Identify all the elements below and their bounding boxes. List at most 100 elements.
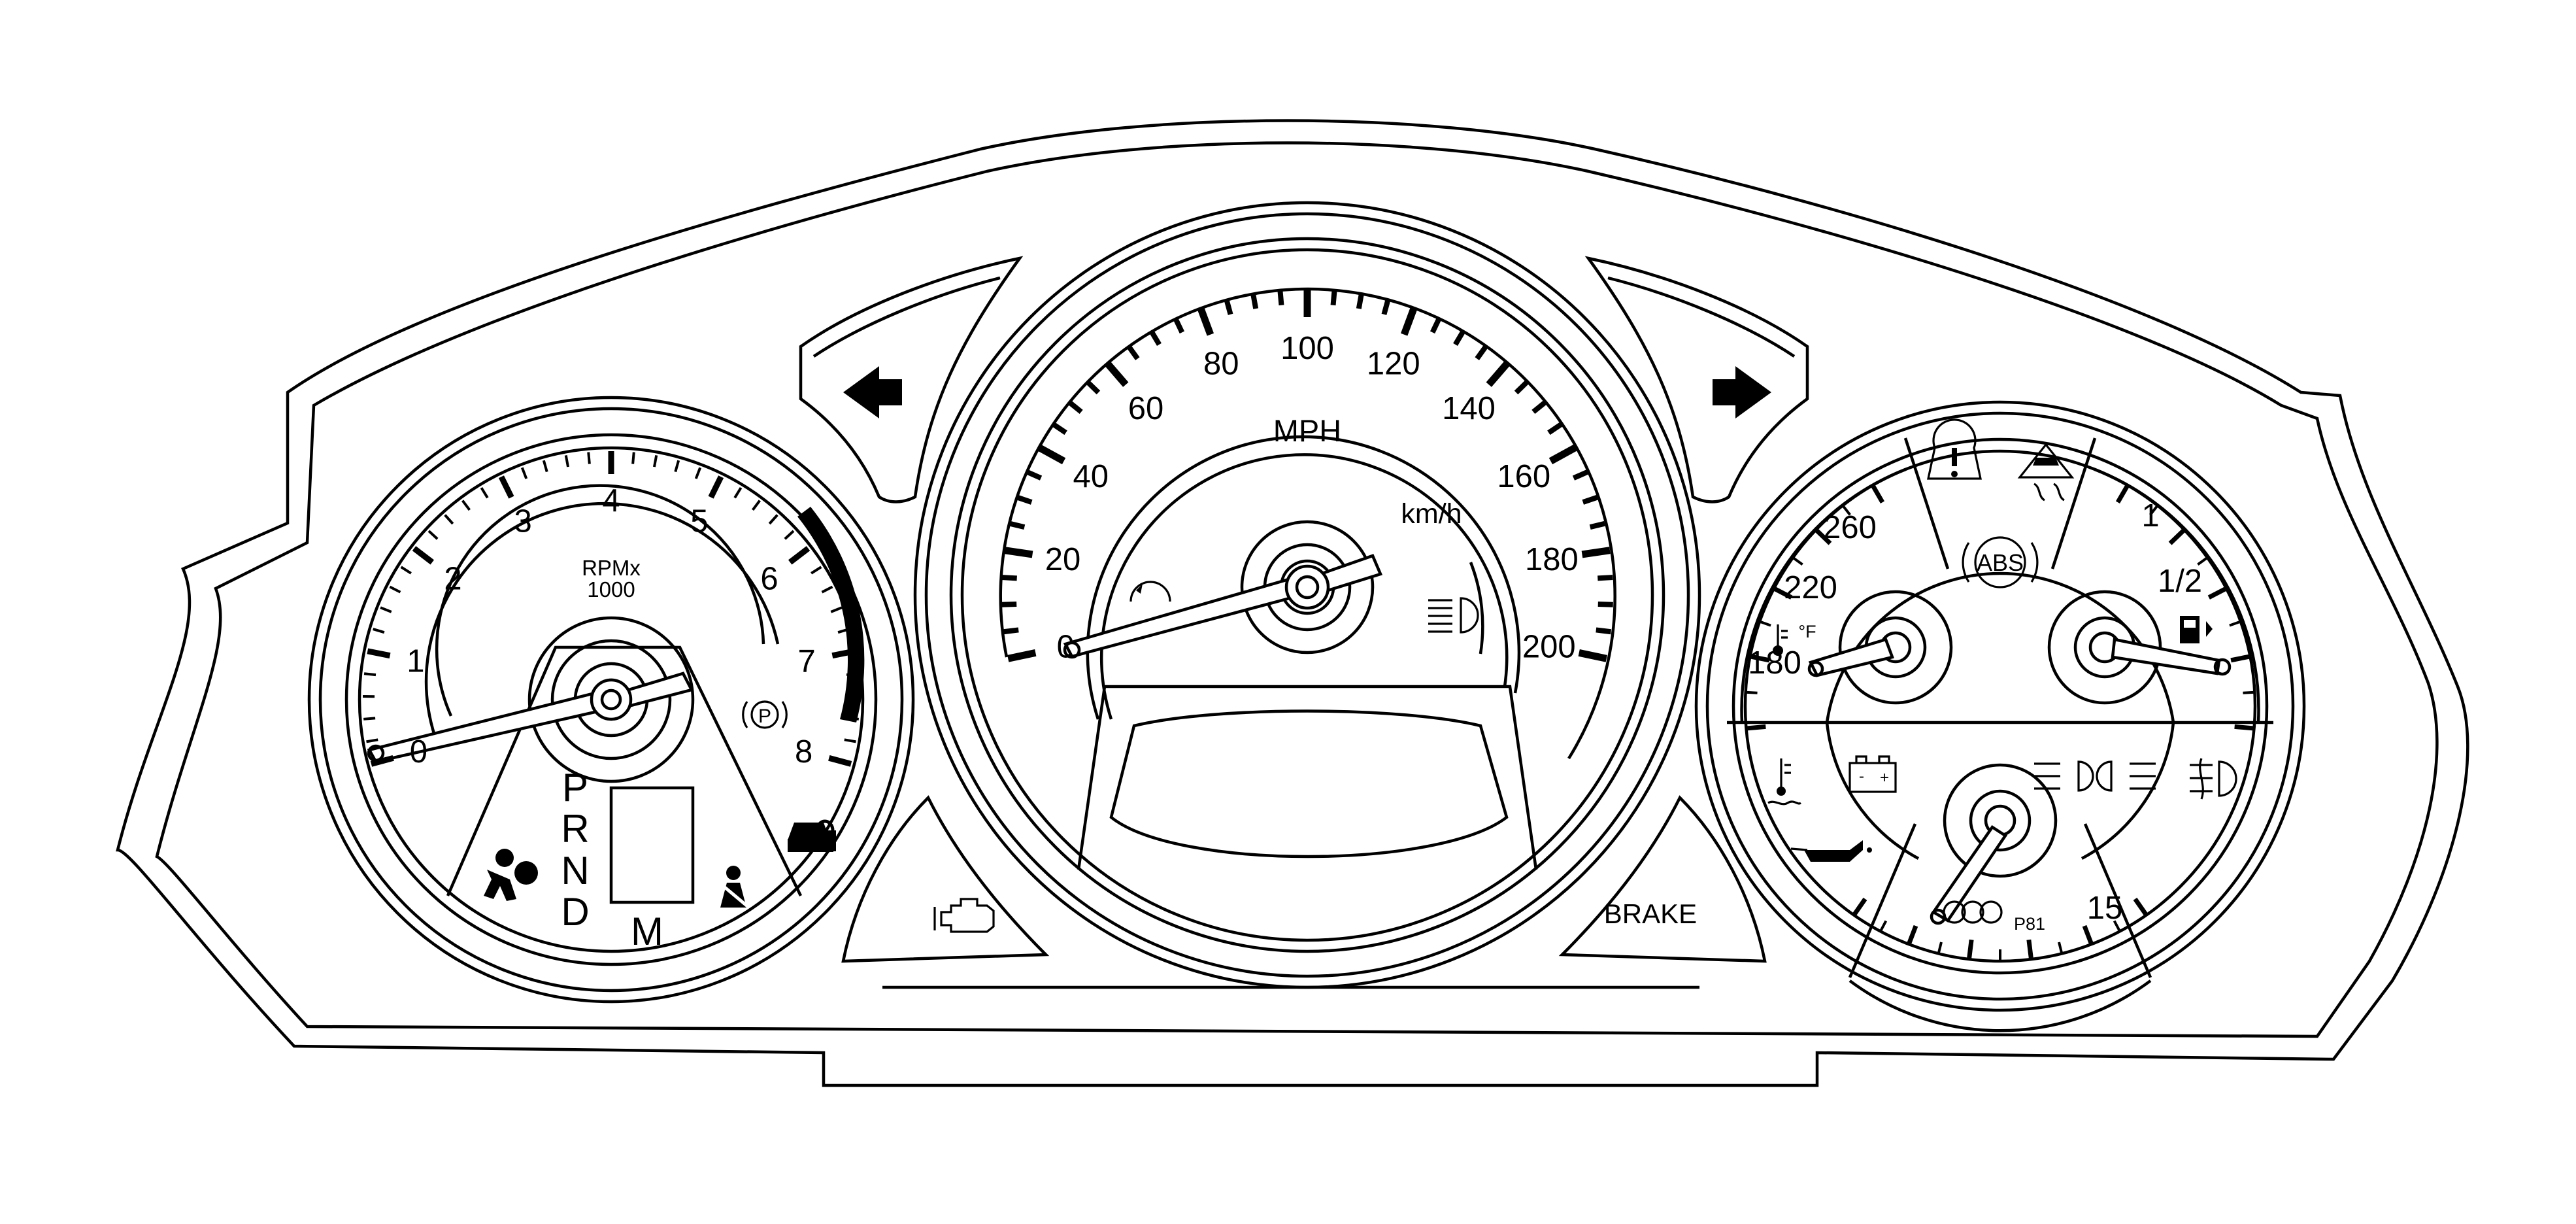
combination-gauge-tick <box>2168 529 2185 545</box>
svg-text:-: - <box>1859 768 1864 785</box>
speedometer-label-140: 140 <box>1442 391 1496 426</box>
tachometer-minor-tick <box>844 738 856 743</box>
tachometer-minor-tick <box>363 717 376 721</box>
tachometer-label-7: 7 <box>798 643 816 679</box>
check-engine-pocket <box>841 795 1050 963</box>
tachometer-label-3: 3 <box>514 503 531 539</box>
speedometer-minor-tick <box>1003 627 1019 635</box>
tachometer-label-6: 6 <box>760 561 778 596</box>
speedometer-minor-tick <box>1572 469 1589 481</box>
speedometer-minor-tick <box>1086 380 1101 395</box>
tachometer-minor-tick <box>542 460 548 473</box>
speedometer-unit-kmh: km/h <box>1401 498 1462 530</box>
tachometer-minor-tick <box>461 500 471 511</box>
speedometer-minor-tick <box>1381 299 1391 315</box>
tachometer-minor-tick <box>837 628 850 634</box>
speedometer-minor-tick <box>1356 293 1364 309</box>
fog-lamp-front-icon <box>2034 760 2156 792</box>
tachometer-redline-band <box>797 507 865 722</box>
speedometer-major-tick <box>1004 547 1033 558</box>
right-turn-arrow-icon <box>1713 366 1771 418</box>
check-engine-icon <box>933 898 995 933</box>
combination-gauge-tick <box>1747 724 1766 731</box>
fuel-pump-icon <box>2180 616 2213 643</box>
right-turn-pocket <box>1584 256 1809 503</box>
traction-control-icon <box>2017 443 2075 502</box>
combination-gauge-tick <box>1750 654 1770 663</box>
gear-display-window <box>609 786 695 904</box>
combination-gauge-tick <box>2113 920 2120 931</box>
speedometer-minor-tick <box>1016 494 1033 505</box>
brake-warning-label: BRAKE <box>1604 898 1697 929</box>
battery-icon: - + <box>1848 755 1897 793</box>
tachometer-unit-label: RPMx <box>582 556 641 580</box>
tire-pressure-icon <box>1927 418 1982 480</box>
tachometer-minor-tick <box>366 738 378 743</box>
speedometer-minor-tick <box>1224 299 1233 315</box>
speedometer-minor-tick <box>1173 317 1185 334</box>
tachometer-minor-tick <box>480 486 489 499</box>
combination-gauge-tick <box>2149 505 2158 516</box>
combination-gauge-tick <box>2230 654 2250 663</box>
speedometer-minor-tick <box>1330 290 1337 306</box>
lower-gauge-label-15: 15 <box>2087 891 2123 926</box>
combination-gauge-tick <box>1967 939 1974 959</box>
speedometer-minor-tick <box>1001 601 1017 607</box>
combination-gauge-tick <box>1774 586 1793 600</box>
tachometer-ticks <box>363 451 860 767</box>
tachometer-minor-tick <box>784 530 795 540</box>
gear-manual-m: M <box>631 910 663 953</box>
speedometer-label-80: 80 <box>1203 347 1239 382</box>
speedometer-minor-tick <box>1597 575 1613 581</box>
coolant-label-220: 220 <box>1784 570 1837 605</box>
tachometer-major-tick <box>412 546 435 565</box>
tachometer-minor-tick <box>520 467 528 479</box>
svg-text:ABS: ABS <box>1977 549 2024 576</box>
tachometer-minor-tick <box>389 585 401 594</box>
speedometer-major-tick <box>1197 307 1214 336</box>
coolant-warning-icon <box>1767 758 1801 806</box>
lower-gauge-code: P81 <box>2014 914 2045 934</box>
tachometer-minor-tick <box>846 672 859 677</box>
speedometer-unit-mph: MPH <box>1273 413 1341 448</box>
tachometer-minor-tick <box>587 452 591 464</box>
combination-gauge-tick <box>1907 925 1918 944</box>
speedometer-major-tick <box>1578 649 1607 662</box>
speedometer-minor-tick <box>1001 575 1017 581</box>
speedometer-label-20: 20 <box>1045 542 1081 577</box>
speedometer-label-160: 160 <box>1497 459 1550 494</box>
tachometer-minor-tick <box>674 460 680 473</box>
combination-gauge-tick <box>1871 485 1885 503</box>
tachometer-label-2: 2 <box>444 561 461 596</box>
fuel-label-half: 1/2 <box>2158 564 2202 599</box>
left-turn-pocket <box>799 256 1024 503</box>
combination-gauge-tick <box>1815 529 1832 545</box>
speedometer-major-tick <box>1548 444 1577 465</box>
tachometer-minor-tick <box>694 467 702 479</box>
combination-gauge-tick <box>1852 897 1867 915</box>
speedometer-minor-tick <box>1126 345 1140 360</box>
gear-d: D <box>561 890 589 934</box>
speedometer: 020406080100120140160180200 MPH km/h <box>913 201 1701 989</box>
combination-gauge-tick <box>1880 920 1888 931</box>
speedometer-minor-tick <box>1149 330 1162 347</box>
speedometer-label-200: 200 <box>1522 630 1576 665</box>
speedometer-minor-tick <box>1597 601 1613 607</box>
speedometer-minor-tick <box>1475 345 1488 360</box>
combination-gauge-tick <box>2058 942 2063 953</box>
speedometer-minor-tick <box>1067 400 1083 415</box>
tachometer-major-tick <box>367 648 391 659</box>
tachometer-minor-tick <box>811 566 822 575</box>
speedometer-major-tick <box>1007 649 1037 662</box>
speedometer-minor-tick <box>1277 290 1284 306</box>
combination-gauge-tick <box>2115 485 2130 503</box>
speedometer-major-tick <box>1400 307 1418 336</box>
tachometer-major-tick <box>828 755 852 767</box>
speedometer-minor-tick <box>1009 520 1026 530</box>
left-turn-arrow-icon <box>843 366 902 418</box>
tachometer-minor-tick <box>768 514 778 525</box>
combination-gauge: 260 220 180 °F 1 1/2 15 P81 ABS <box>1694 400 2306 1032</box>
tachometer-minor-tick <box>427 530 439 540</box>
tachometer-unit-multiplier: 1000 <box>587 577 635 602</box>
